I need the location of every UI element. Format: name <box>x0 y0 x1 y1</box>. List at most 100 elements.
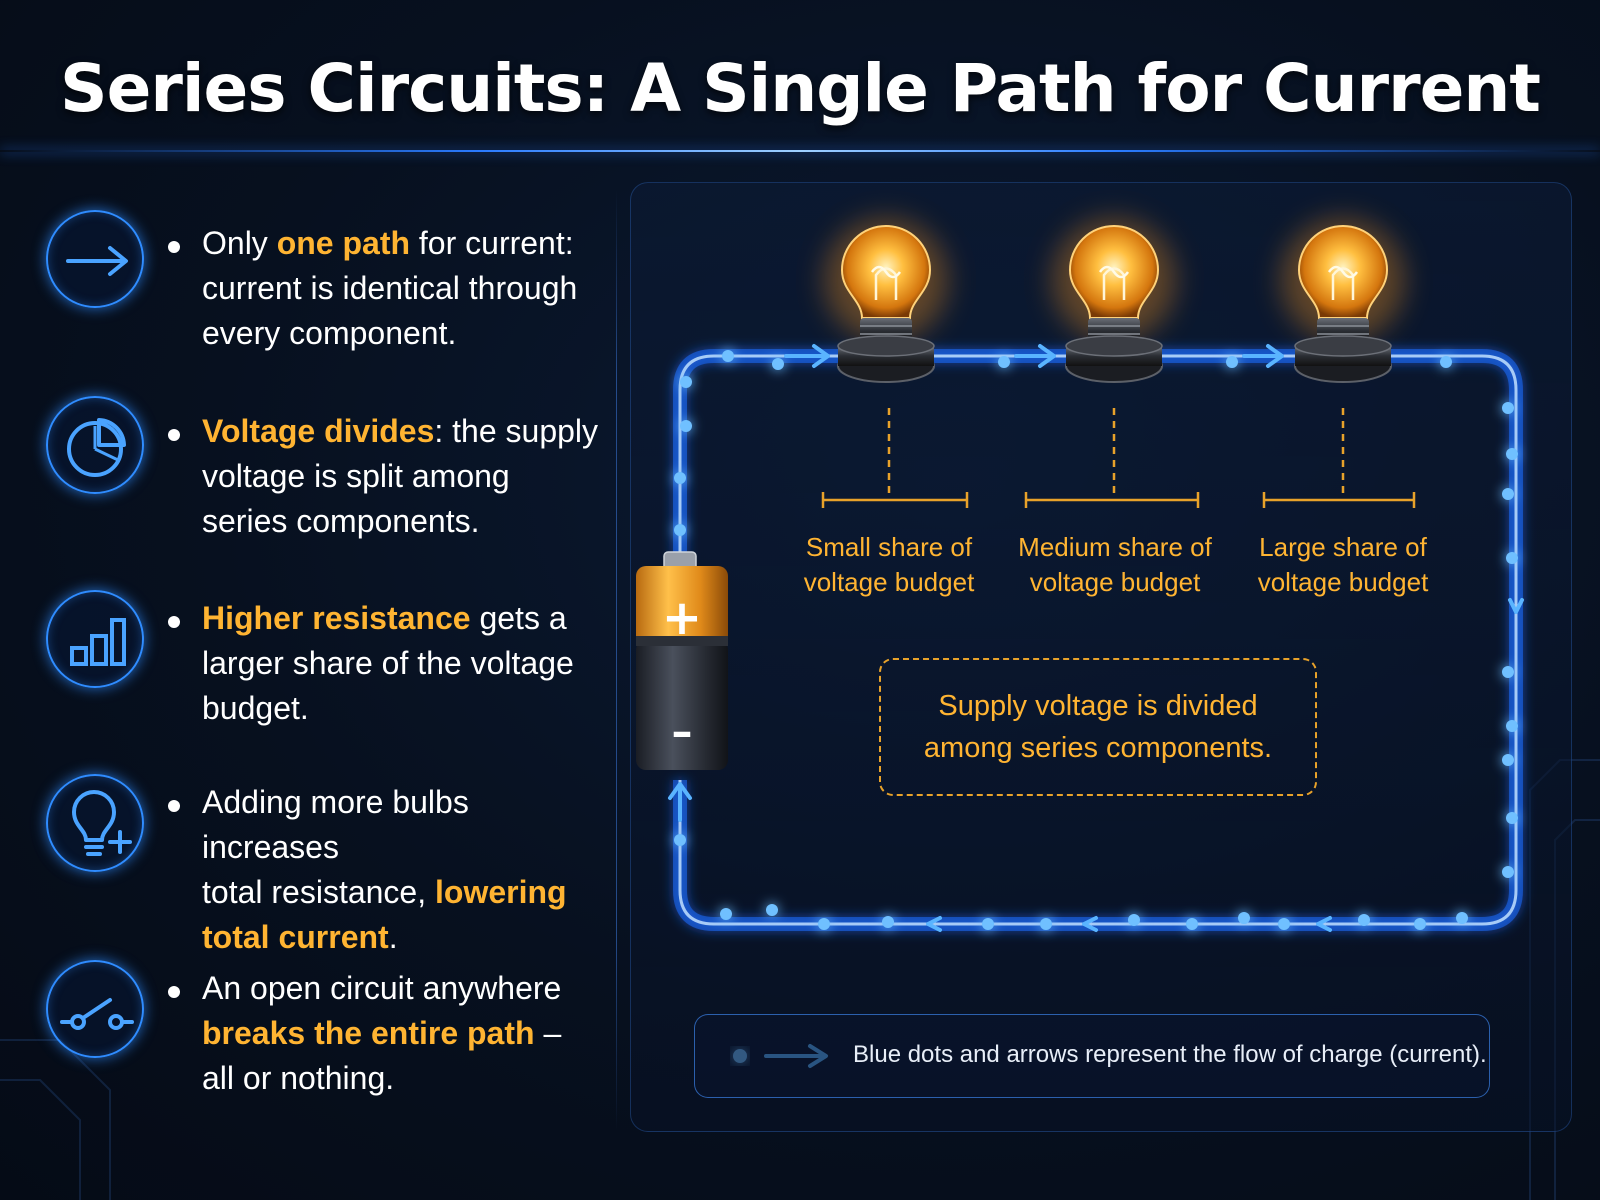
current-dot <box>1502 666 1514 678</box>
body-text: Only <box>202 225 277 261</box>
current-dot <box>982 918 994 930</box>
current-dot <box>766 904 778 916</box>
body-text: every component. <box>202 315 457 351</box>
body-text: voltage is split among <box>202 458 510 494</box>
arrow-icon <box>1082 916 1098 932</box>
bulb-3 <box>1281 218 1405 383</box>
bulb-2 <box>1052 218 1176 383</box>
current-dot <box>674 524 686 536</box>
bar-chart-icon <box>46 590 144 688</box>
current-dot <box>1506 720 1518 732</box>
arrow-right-icon <box>46 210 144 308</box>
current-dot <box>1358 914 1370 926</box>
battery-negative-label: – <box>672 707 693 756</box>
current-dot <box>1506 812 1518 824</box>
highlight-text: lowering <box>435 874 567 910</box>
current-dot <box>722 350 734 362</box>
current-dot <box>882 916 894 928</box>
highlight-text: total current <box>202 919 389 955</box>
current-dot <box>1502 866 1514 878</box>
voltage-note-box: Supply voltage is divided among series c… <box>879 658 1317 796</box>
bullet-dot <box>168 241 180 253</box>
current-dot <box>1440 356 1452 368</box>
current-dot <box>674 472 686 484</box>
current-dot <box>1502 754 1514 766</box>
key-point-line: budget. <box>202 686 612 731</box>
key-point-line: total resistance, lowering <box>202 870 612 915</box>
current-dot <box>818 918 830 930</box>
highlight-text: one path <box>276 225 411 261</box>
legend-box: Blue dots and arrows represent the flow … <box>694 1014 1490 1098</box>
current-dot <box>674 834 686 846</box>
legend-text: Blue dots and arrows represent the flow … <box>853 1041 1487 1068</box>
body-text: larger share of the voltage <box>202 645 574 681</box>
lightbulb-plus-icon <box>46 774 144 872</box>
key-point-line: all or nothing. <box>202 1056 612 1101</box>
key-point-line: voltage is split among <box>202 454 612 499</box>
key-point-line: series components. <box>202 499 612 544</box>
key-point-line: An open circuit anywhere <box>202 966 612 1011</box>
body-text: : the supply <box>434 413 599 449</box>
body-text: for current: <box>410 225 574 261</box>
bullet-dot <box>168 616 180 628</box>
key-point-line: current is identical through <box>202 266 612 311</box>
key-point-text: Adding more bulbs increases total resista… <box>202 780 612 960</box>
bullet-dot <box>168 986 180 998</box>
current-dot <box>1186 918 1198 930</box>
current-flow-dots <box>674 350 1518 930</box>
bullet-dot <box>168 429 180 441</box>
key-point-line: Adding more bulbs increases <box>202 780 612 870</box>
key-point-line: Only one path for current: <box>202 221 612 266</box>
current-dot <box>1502 488 1514 500</box>
current-flow-arrows <box>668 344 1524 932</box>
arrow-icon <box>1014 344 1056 368</box>
voltage-share-brackets <box>821 408 1416 508</box>
current-dot <box>1238 912 1250 924</box>
body-text: budget. <box>202 690 309 726</box>
current-dot <box>772 358 784 370</box>
current-dot <box>1226 356 1238 368</box>
body-text: . <box>388 919 398 955</box>
column-divider <box>616 190 617 1130</box>
arrow-icon <box>1242 344 1284 368</box>
key-point-text: An open circuit anywhere breaks the entir… <box>202 966 612 1101</box>
body-text: all or nothing. <box>202 1060 395 1096</box>
arrow-icon <box>926 916 942 932</box>
current-dot <box>1040 918 1052 930</box>
highlight-text: Higher resistance <box>202 600 471 636</box>
key-point-line: total current. <box>202 915 612 960</box>
key-point-line: Voltage divides: the supply <box>202 409 612 454</box>
body-text: series components. <box>202 503 480 539</box>
battery: + – <box>636 551 728 770</box>
note-line-2: among series components. <box>923 732 1273 764</box>
arrow-icon <box>1508 598 1524 614</box>
body-text: – <box>534 1015 562 1051</box>
body-text: Adding more bulbs increases <box>202 784 469 865</box>
current-dot <box>1456 912 1468 924</box>
highlight-text: Voltage divides <box>202 413 435 449</box>
current-dot <box>1278 918 1290 930</box>
key-point-text: Voltage divides: the supply voltage is sp… <box>202 409 612 544</box>
circuit-wire <box>673 349 1523 931</box>
current-dot <box>680 420 692 432</box>
share-label-small: Small share of voltage budget <box>803 532 975 597</box>
current-dot <box>1502 402 1514 414</box>
arrow-icon <box>784 344 830 368</box>
current-dot <box>680 376 692 388</box>
arrow-icon <box>1316 916 1332 932</box>
arrow-icon <box>668 782 692 822</box>
key-point-text: Only one path for current:current is ide… <box>202 221 612 356</box>
body-text: gets a <box>470 600 567 636</box>
bulb-1 <box>824 218 948 383</box>
open-switch-icon <box>46 960 144 1058</box>
body-text: total resistance, <box>202 874 435 910</box>
note-line-1: Supply voltage is divided <box>938 690 1258 722</box>
share-label-medium: Medium share of voltage budget <box>1018 532 1212 597</box>
key-point-line: Higher resistance gets a <box>202 596 612 641</box>
battery-positive-label: + <box>662 590 702 646</box>
key-point-line: every component. <box>202 311 612 356</box>
highlight-text: breaks the entire path <box>202 1015 535 1051</box>
bullet-dot <box>168 800 180 812</box>
current-dot <box>1506 552 1518 564</box>
